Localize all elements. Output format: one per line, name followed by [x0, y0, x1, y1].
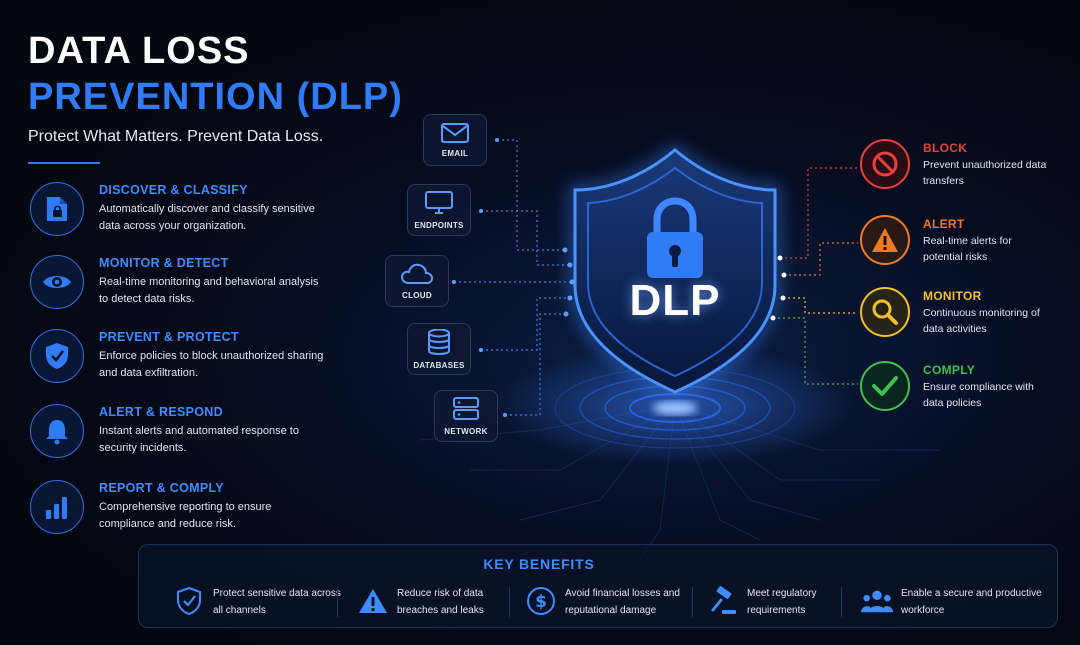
- feature-prevent-protect: PREVENT & PROTECT Enforce policies to bl…: [28, 329, 328, 389]
- server-icon: [453, 396, 479, 421]
- checkmark-icon: [860, 361, 910, 411]
- feature-title: MONITOR & DETECT: [99, 256, 229, 270]
- action-description: Prevent unauthorized data transfers: [923, 159, 1047, 187]
- source-label: DATABASES: [413, 360, 465, 370]
- key-benefits-panel: KEY BENEFITS Protect sensitive data acro…: [138, 544, 1058, 628]
- benefit-divider: [337, 587, 338, 617]
- action-description: Ensure compliance with data policies: [923, 381, 1034, 409]
- people-icon: [861, 585, 893, 617]
- eye-icon: [30, 255, 84, 309]
- benefit-item: Reduce risk of data breaches and leaks: [357, 585, 522, 619]
- source-label: CLOUD: [402, 290, 432, 300]
- action-title: COMPLY: [923, 363, 976, 377]
- feature-title: ALERT & RESPOND: [99, 405, 223, 419]
- feature-monitor-detect: MONITOR & DETECT Real-time monitoring an…: [28, 255, 328, 315]
- action-alert: ALERT Real-time alerts for potential ris…: [858, 215, 1058, 271]
- benefit-divider: [692, 587, 693, 617]
- svg-text:$: $: [535, 592, 547, 612]
- action-description: Real-time alerts for potential risks: [923, 235, 1012, 263]
- bell-icon: [30, 404, 84, 458]
- action-title: ALERT: [923, 217, 965, 231]
- source-network: NETWORK: [434, 390, 498, 442]
- lock-document-icon: [30, 182, 84, 236]
- benefit-item: Protect sensitive data across all channe…: [173, 585, 343, 619]
- magnifier-icon: [860, 287, 910, 337]
- action-block: BLOCK Prevent unauthorized data transfer…: [858, 139, 1058, 195]
- feature-description: Comprehensive reporting to ensure compli…: [99, 501, 272, 530]
- warning-icon: [357, 585, 389, 617]
- block-icon: [860, 139, 910, 189]
- warning-icon: [860, 215, 910, 265]
- key-benefits-title: KEY BENEFITS: [483, 556, 595, 572]
- feature-title: PREVENT & PROTECT: [99, 330, 239, 344]
- feature-description: Enforce policies to block unauthorized s…: [99, 350, 324, 379]
- source-label: NETWORK: [444, 426, 488, 436]
- benefit-text: Avoid financial losses and reputational …: [565, 588, 680, 616]
- cloud-icon: [401, 263, 433, 285]
- action-comply: COMPLY Ensure compliance with data polic…: [858, 361, 1058, 417]
- benefit-text: Meet regulatory requirements: [747, 588, 817, 616]
- feature-description: Automatically discover and classify sens…: [99, 203, 315, 232]
- monitor-icon: [425, 190, 453, 215]
- source-databases: DATABASES: [407, 323, 471, 375]
- source-label: EMAIL: [441, 148, 469, 158]
- feature-description: Real-time monitoring and behavioral anal…: [99, 276, 319, 305]
- feature-discover-classify: DISCOVER & CLASSIFY Automatically discov…: [28, 182, 328, 242]
- benefit-text: Reduce risk of data breaches and leaks: [397, 588, 484, 616]
- dlp-center-label: DLP: [629, 276, 721, 325]
- benefit-text: Protect sensitive data across all channe…: [213, 588, 341, 616]
- benefit-divider: [509, 587, 510, 617]
- action-title: BLOCK: [923, 141, 968, 155]
- source-cloud: CLOUD: [385, 255, 449, 307]
- benefit-item: Meet regulatory requirements: [707, 585, 852, 619]
- page-title-line2: PREVENTION (DLP): [28, 76, 403, 118]
- benefit-item: $ Avoid financial losses and reputationa…: [525, 585, 700, 619]
- page-title-line1: DATA LOSS: [28, 30, 250, 72]
- benefit-text: Enable a secure and productive workforce: [901, 588, 1042, 616]
- page-subtitle: Protect What Matters. Prevent Data Loss.: [28, 128, 324, 145]
- database-icon: [427, 328, 451, 355]
- title-divider: [28, 162, 100, 164]
- source-label: ENDPOINTS: [414, 220, 464, 230]
- feature-title: REPORT & COMPLY: [99, 481, 224, 495]
- envelope-icon: [441, 122, 469, 143]
- action-title: MONITOR: [923, 289, 982, 303]
- dollar-icon: $: [525, 585, 557, 617]
- shield-check-icon: [30, 329, 84, 383]
- gavel-icon: [707, 585, 739, 617]
- feature-description: Instant alerts and automated response to…: [99, 425, 299, 454]
- feature-title: DISCOVER & CLASSIFY: [99, 183, 248, 197]
- padlock-icon: [647, 197, 703, 278]
- feature-report-comply: REPORT & COMPLY Comprehensive reporting …: [28, 480, 328, 540]
- bar-chart-icon: [30, 480, 84, 534]
- shield-check-icon: [173, 585, 205, 617]
- benefit-item: Enable a secure and productive workforce: [861, 585, 1051, 619]
- action-description: Continuous monitoring of data activities: [923, 307, 1040, 335]
- feature-alert-respond: ALERT & RESPOND Instant alerts and autom…: [28, 404, 328, 464]
- source-endpoints: ENDPOINTS: [407, 184, 471, 236]
- benefit-divider: [841, 587, 842, 617]
- action-monitor: MONITOR Continuous monitoring of data ac…: [858, 287, 1058, 343]
- source-email: EMAIL: [423, 114, 487, 166]
